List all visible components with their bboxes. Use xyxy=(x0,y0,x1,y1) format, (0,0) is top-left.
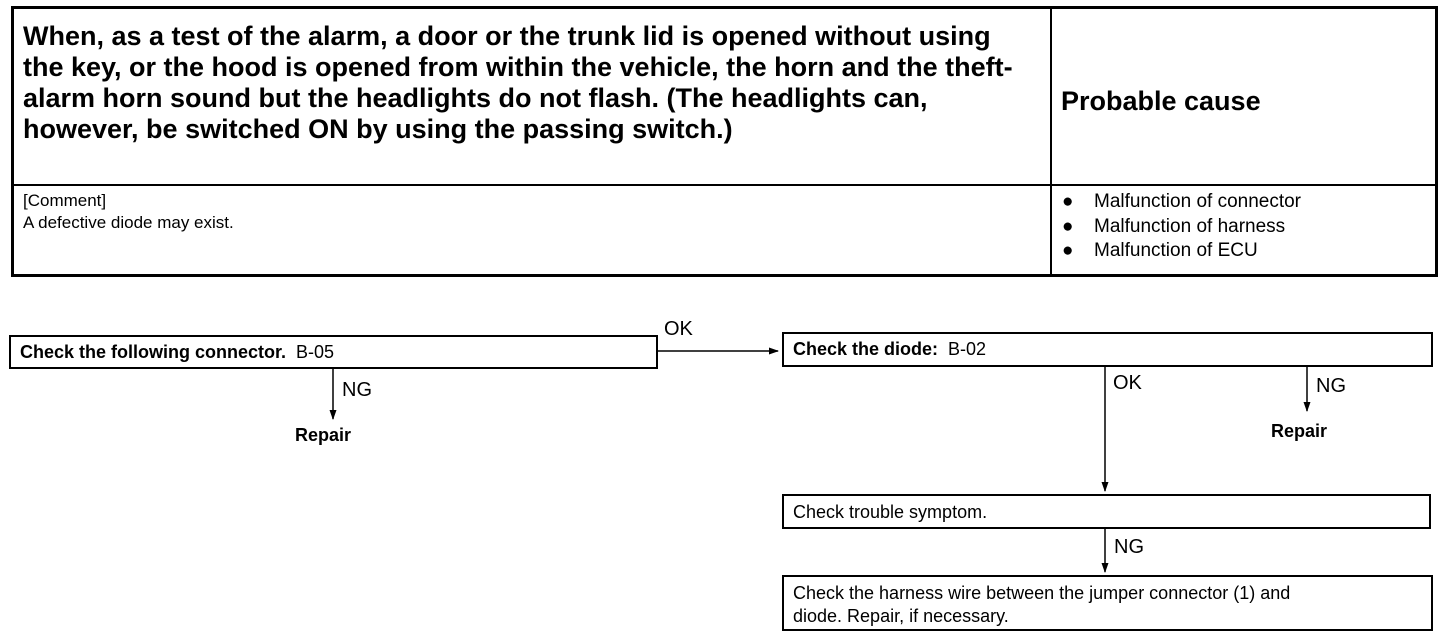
symptom-description: When, as a test of the alarm, a door or … xyxy=(23,21,1013,144)
bullet-icon: ● xyxy=(1062,240,1074,261)
step4-line-2: diode. Repair, if necessary. xyxy=(793,606,1009,626)
step-check-diode: Check the diode: B-02 xyxy=(782,332,1433,367)
table-column-divider xyxy=(1050,9,1052,274)
step-check-connector: Check the following connector. B-05 xyxy=(9,335,658,369)
step1-instruction: Check the following connector. xyxy=(20,342,287,362)
ok-label-step1: OK xyxy=(664,318,693,340)
repair-label-step1: Repair xyxy=(295,425,352,445)
step1-code: B-05 xyxy=(296,342,335,362)
table-row-divider xyxy=(14,184,1435,186)
comment-block: [Comment] A defective diode may exist. xyxy=(23,190,234,234)
ng-label-step1: NG xyxy=(342,379,372,401)
repair-label-step2: Repair xyxy=(1271,421,1328,441)
step3-instruction: Check trouble symptom. xyxy=(793,502,988,522)
probable-cause-header: Probable cause xyxy=(1061,86,1261,116)
step-check-harness-wire: Check the harness wire between the jumpe… xyxy=(782,575,1433,631)
list-item: ●Malfunction of ECU xyxy=(1060,239,1301,264)
ok-label-step2: OK xyxy=(1113,372,1142,394)
bullet-icon: ● xyxy=(1062,215,1074,237)
comment-text: A defective diode may exist. xyxy=(23,213,234,232)
ng-label-step3: NG xyxy=(1114,536,1144,558)
ng-label-step2: NG xyxy=(1316,375,1346,397)
probable-cause-list: ●Malfunction of connector ●Malfunction o… xyxy=(1060,190,1301,264)
step4-line-1: Check the harness wire between the jumpe… xyxy=(793,583,1291,603)
step-check-trouble-symptom: Check trouble symptom. xyxy=(782,494,1431,529)
bullet-icon: ● xyxy=(1062,191,1074,212)
list-item: ●Malfunction of harness xyxy=(1060,215,1301,240)
symptom-table: When, as a test of the alarm, a door or … xyxy=(11,6,1438,277)
list-item: ●Malfunction of connector xyxy=(1060,190,1301,215)
step2-instruction: Check the diode: xyxy=(793,339,939,359)
comment-label: [Comment] xyxy=(23,191,107,210)
step2-code: B-02 xyxy=(948,339,987,359)
